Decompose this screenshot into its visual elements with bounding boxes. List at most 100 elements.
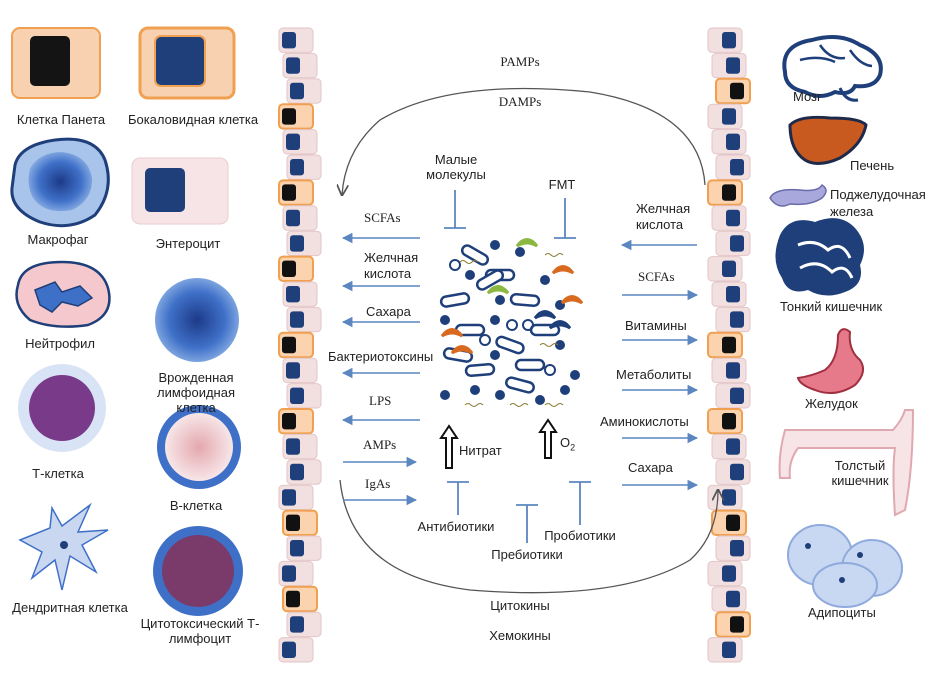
coccus-bacterium xyxy=(540,275,550,285)
ring-bacterium xyxy=(544,364,556,376)
cell-nucleus xyxy=(282,260,296,277)
dendritic-cell-icon xyxy=(18,502,109,591)
cell-nucleus xyxy=(730,387,744,404)
neutrophil-icon xyxy=(15,260,111,328)
small-intestine-label: Тонкий кишечник xyxy=(780,299,883,314)
cell-nucleus xyxy=(730,540,744,557)
nitrate-up-arrow xyxy=(439,424,459,469)
enterocyte-icon xyxy=(131,157,229,225)
b-cell-icon xyxy=(157,405,241,489)
coccus-bacterium xyxy=(555,340,565,350)
cell-nucleus xyxy=(726,209,740,227)
rod-bacterium-body xyxy=(495,335,525,355)
cell-nucleus xyxy=(290,311,304,328)
colon-label: Толстый кишечник xyxy=(831,458,889,488)
pamps-label: PAMPs xyxy=(500,54,540,69)
rod-bacterium-body xyxy=(439,292,471,308)
cell-nucleus xyxy=(290,235,304,252)
cell-nucleus xyxy=(290,463,304,481)
pancreas-icon xyxy=(769,183,827,207)
microbiota-cluster xyxy=(439,238,584,407)
fmt-inhibit xyxy=(554,198,576,239)
cell-nucleus xyxy=(286,514,300,531)
right-epithelium xyxy=(707,27,751,663)
cell-nucleus xyxy=(722,260,736,277)
adipocytes-icon xyxy=(787,524,903,608)
coccus-bacterium xyxy=(515,247,525,257)
probiotics-inhibit xyxy=(569,481,591,525)
goblet-label: Бокаловидная клетка xyxy=(127,112,259,127)
coccus-bacterium xyxy=(490,240,500,250)
right-arrow-label-3: Метаболиты xyxy=(616,367,692,382)
ctl-label: Цитотоксический Т-лимфоцит xyxy=(140,616,260,646)
b-cell-label: В-клетка xyxy=(169,498,223,513)
cell-nucleus xyxy=(726,133,740,150)
cell-nucleus xyxy=(282,108,296,125)
pancreas-label: Поджелудочная железа xyxy=(830,187,926,219)
left-arrow-label-2: Сахара xyxy=(366,304,411,319)
cell-nucleus xyxy=(722,184,736,201)
o2-subscript: 2 xyxy=(570,442,576,453)
rod-bacterium xyxy=(464,362,496,378)
stomach-label: Желудок xyxy=(805,396,858,411)
cell-nucleus xyxy=(286,590,300,608)
adipocytes-label: Адипоциты xyxy=(808,605,876,620)
curved-bacterium xyxy=(551,265,575,275)
curved-bacterium xyxy=(533,310,557,320)
right-arrow-label-5: Сахара xyxy=(628,460,673,475)
t-cell-icon xyxy=(18,364,106,452)
cell-nucleus xyxy=(722,565,736,582)
o2-text: O xyxy=(560,435,571,450)
cell-nucleus xyxy=(722,641,736,658)
curved-bacterium xyxy=(486,285,510,295)
rod-bacterium xyxy=(475,269,505,291)
cell-nucleus xyxy=(282,32,296,49)
left-arrow-label-0: SCFAs xyxy=(364,210,401,225)
cell-nucleus xyxy=(282,489,296,506)
right-arrow-label-0: Желчная кислота xyxy=(636,201,691,232)
cell-nucleus xyxy=(726,362,740,379)
flagellum-squiggle xyxy=(539,343,559,347)
cell-nucleus xyxy=(286,209,300,227)
stomach-icon xyxy=(796,328,865,395)
probiotics-label: Пробиотики xyxy=(544,528,616,543)
paneth-cell-icon xyxy=(11,27,101,99)
ilc-icon xyxy=(155,278,239,362)
cell-nucleus xyxy=(290,387,304,404)
paneth-label: Клетка Панета xyxy=(16,112,106,127)
curved-bacterium xyxy=(560,295,584,305)
rod-bacterium xyxy=(439,292,471,308)
cell-nucleus xyxy=(282,336,296,354)
cell-nucleus xyxy=(282,641,296,658)
cell-nucleus xyxy=(726,514,740,531)
cell-nucleus xyxy=(726,286,740,303)
curved-bacterium xyxy=(450,345,474,355)
ring-bacterium xyxy=(479,334,491,346)
rod-bacterium-body xyxy=(460,244,490,266)
cell-nucleus xyxy=(282,184,296,201)
rod-bacterium xyxy=(495,335,525,355)
damps-label: DAMPs xyxy=(498,94,542,109)
cell-nucleus xyxy=(290,82,304,100)
cell-nucleus xyxy=(282,565,296,582)
antibiotics-label: Антибиотики xyxy=(417,519,495,534)
rod-bacterium-body xyxy=(475,269,505,291)
flagellum-squiggle xyxy=(459,260,479,264)
cell-nucleus xyxy=(730,159,744,176)
cell-nucleus xyxy=(722,336,736,354)
cell-nucleus xyxy=(290,616,304,633)
left-arrow-label-5: AMPs xyxy=(363,437,397,452)
left-epithelium xyxy=(278,27,322,663)
rod-bacterium-body xyxy=(509,292,541,308)
t-cell-label: Т-клетка xyxy=(32,466,84,481)
rod-bacterium-body xyxy=(464,362,496,378)
coccus-bacterium xyxy=(495,295,505,305)
cell-nucleus xyxy=(286,57,300,74)
flagellum-squiggle xyxy=(464,403,484,407)
cell-nucleus xyxy=(290,159,304,176)
flagellum-squiggle xyxy=(544,253,564,257)
cell-nucleus xyxy=(730,235,744,252)
rod-bacterium xyxy=(460,244,490,266)
coccus-bacterium xyxy=(470,385,480,395)
